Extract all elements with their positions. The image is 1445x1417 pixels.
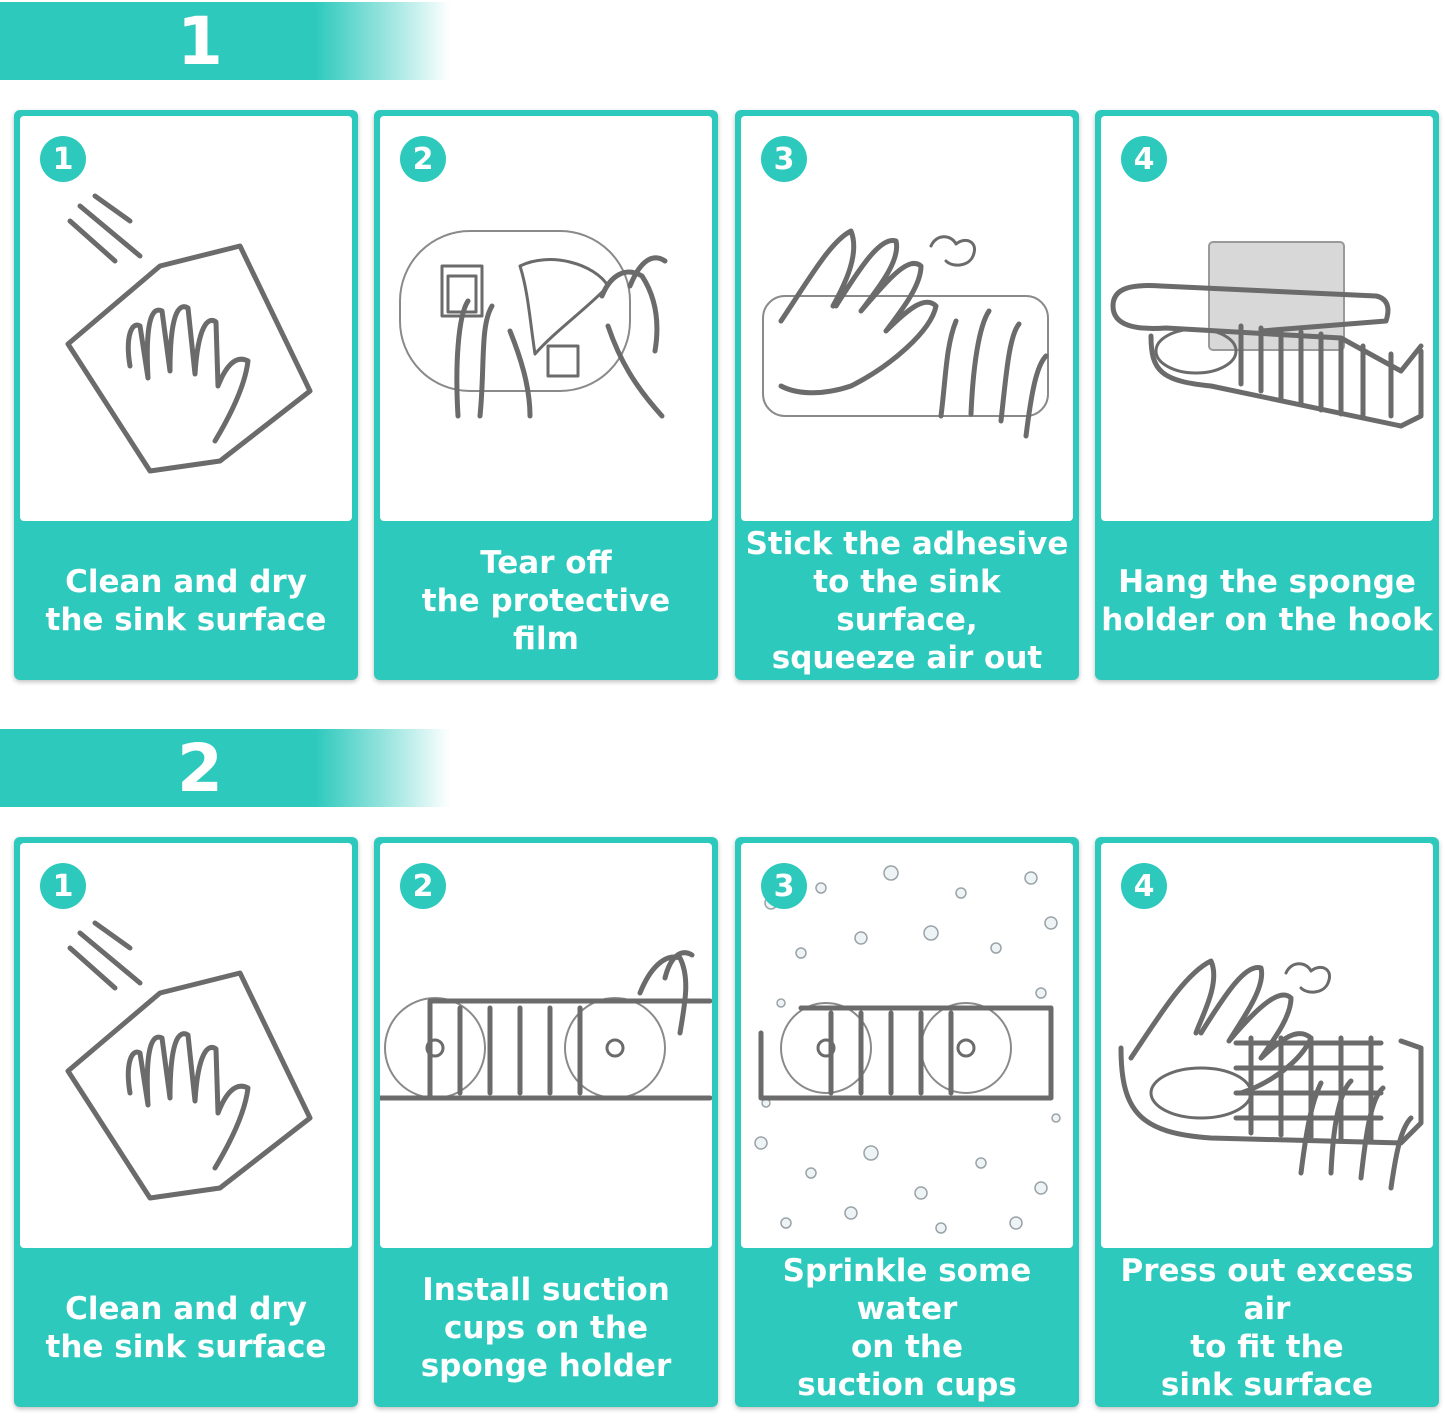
press-adhesive-icon <box>762 228 1049 439</box>
step-caption: Clean and dry the sink surface <box>45 563 327 638</box>
step-badge: 4 <box>1121 136 1167 182</box>
step-badge: 4 <box>1121 863 1167 909</box>
step-caption: Clean and dry the sink surface <box>45 1290 327 1365</box>
press-basket-icon <box>1118 958 1424 1191</box>
section-2-number: 2 <box>177 730 223 807</box>
step-badge: 1 <box>40 136 86 182</box>
section-2-step-2-card: 2 Install suction cups on the sponge hol… <box>374 837 718 1407</box>
hanging-basket-icon <box>1110 241 1424 429</box>
step-caption: Press out excess air to fit the sink sur… <box>1120 1252 1414 1403</box>
step-caption: Tear off the protective film <box>421 544 671 657</box>
suction-cup-basket-icon <box>380 950 712 1101</box>
section-1-banner: 1 <box>0 2 450 80</box>
section-1-step-4-card: 4 Hang the sponge holder on the hook <box>1095 110 1439 680</box>
water-droplets-basket-icon <box>754 865 1061 1234</box>
section-1-step-2-card: 2 Tear off the protective film <box>374 110 718 680</box>
step-caption: Hang the sponge holder on the hook <box>1101 563 1433 638</box>
section-2-step-4-card: 4 Press out excess air to fit the sink s… <box>1095 837 1439 1407</box>
step-badge: 2 <box>400 136 446 182</box>
section-2-step-3-card: 3 Sprinkle some water on the suction cup… <box>735 837 1079 1407</box>
step-badge: 3 <box>761 136 807 182</box>
step-badge: 2 <box>400 863 446 909</box>
step-badge: 1 <box>40 863 86 909</box>
section-1-step-3-card: 3 Stick the adhesive to the sink surface… <box>735 110 1079 680</box>
peel-film-icon <box>399 230 668 419</box>
step-caption: Stick the adhesive to the sink surface, … <box>745 525 1069 676</box>
step-caption: Sprinkle some water on the suction cups <box>782 1252 1032 1403</box>
section-2-step-1-card: 1 Clean and dry the sink surface <box>14 837 358 1407</box>
section-1-step-1-card: 1 Clean and dry the sink surface <box>14 110 358 680</box>
section-1-number: 1 <box>177 3 223 80</box>
step-caption: Install suction cups on the sponge holde… <box>420 1271 672 1384</box>
section-2-banner: 2 <box>0 729 450 807</box>
step-badge: 3 <box>761 863 807 909</box>
hand-wiping-cloth-icon <box>65 920 313 1201</box>
hand-wiping-cloth-icon <box>65 193 313 474</box>
